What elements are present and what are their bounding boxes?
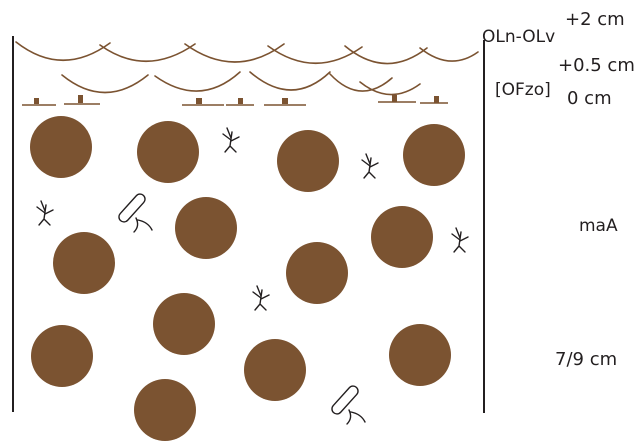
soil-aggregate-circle <box>277 130 339 192</box>
leaf-litter-arc-icon <box>329 73 393 92</box>
earthworm-1 <box>118 193 153 233</box>
fragmented-litter-layer <box>22 95 448 106</box>
depth-label-zero: 0 cm <box>567 88 612 109</box>
leaf-litter-arc-icon <box>61 74 149 94</box>
leaf-litter-arc-icon <box>344 45 428 65</box>
fragmented-leaf-icon <box>420 96 448 104</box>
soil-aggregate-circle <box>286 242 348 304</box>
root-icon <box>361 153 379 179</box>
leaf-litter-arc-icon <box>15 41 111 61</box>
soil-aggregate-circle <box>137 121 199 183</box>
soil-aggregate-circle <box>403 124 465 186</box>
depth-label-mid: +0.5 cm <box>558 55 635 76</box>
soil-aggregate-circle <box>31 325 93 387</box>
fragmented-leaf-icon <box>264 98 306 106</box>
leaf-litter-arc-icon <box>154 71 241 92</box>
leaf-litter-arc-icon <box>99 43 196 62</box>
leaf-litter-arc-icon <box>267 45 363 64</box>
horizon-label-mineral: maA <box>579 216 618 236</box>
fragmented-leaf-icon <box>182 98 224 106</box>
soil-aggregates <box>30 116 465 441</box>
fragmented-leaf-icon <box>378 95 416 103</box>
leaf-litter-arc-icon <box>419 47 479 62</box>
root-icon <box>252 285 270 311</box>
roots <box>36 127 469 311</box>
root-icon <box>36 200 54 226</box>
root-icon <box>222 127 240 153</box>
earthworm-2 <box>331 385 366 425</box>
litter-layer-upper <box>15 41 479 65</box>
leaf-litter-arc-icon <box>249 71 331 91</box>
soil-aggregate-circle <box>175 197 237 259</box>
root-icon <box>451 227 469 253</box>
soil-aggregate-circle <box>153 293 215 355</box>
soil-aggregate-circle <box>389 324 451 386</box>
fragmented-leaf-icon <box>22 98 56 106</box>
earthworm-tail <box>133 217 153 233</box>
fragmented-leaf-icon <box>226 98 254 106</box>
depth-label-top: +2 cm <box>565 9 625 30</box>
horizon-label-litter: OLn-OLv <box>482 27 556 47</box>
depth-label-bottom: 7/9 cm <box>555 349 618 370</box>
earthworm-icon <box>118 193 146 223</box>
soil-aggregate-circle <box>244 339 306 401</box>
soil-aggregate-circle <box>53 232 115 294</box>
litter-layer-lower <box>61 71 421 96</box>
earthworm-icon <box>331 385 359 415</box>
fragmented-leaf-icon <box>64 95 100 105</box>
leaf-litter-arc-icon <box>359 81 421 96</box>
soil-aggregate-circle <box>371 206 433 268</box>
soil-aggregate-circle <box>30 116 92 178</box>
horizon-label-fragmented: [OFzo] <box>495 80 551 100</box>
soil-aggregate-circle <box>134 379 196 441</box>
earthworm-tail <box>346 409 366 425</box>
